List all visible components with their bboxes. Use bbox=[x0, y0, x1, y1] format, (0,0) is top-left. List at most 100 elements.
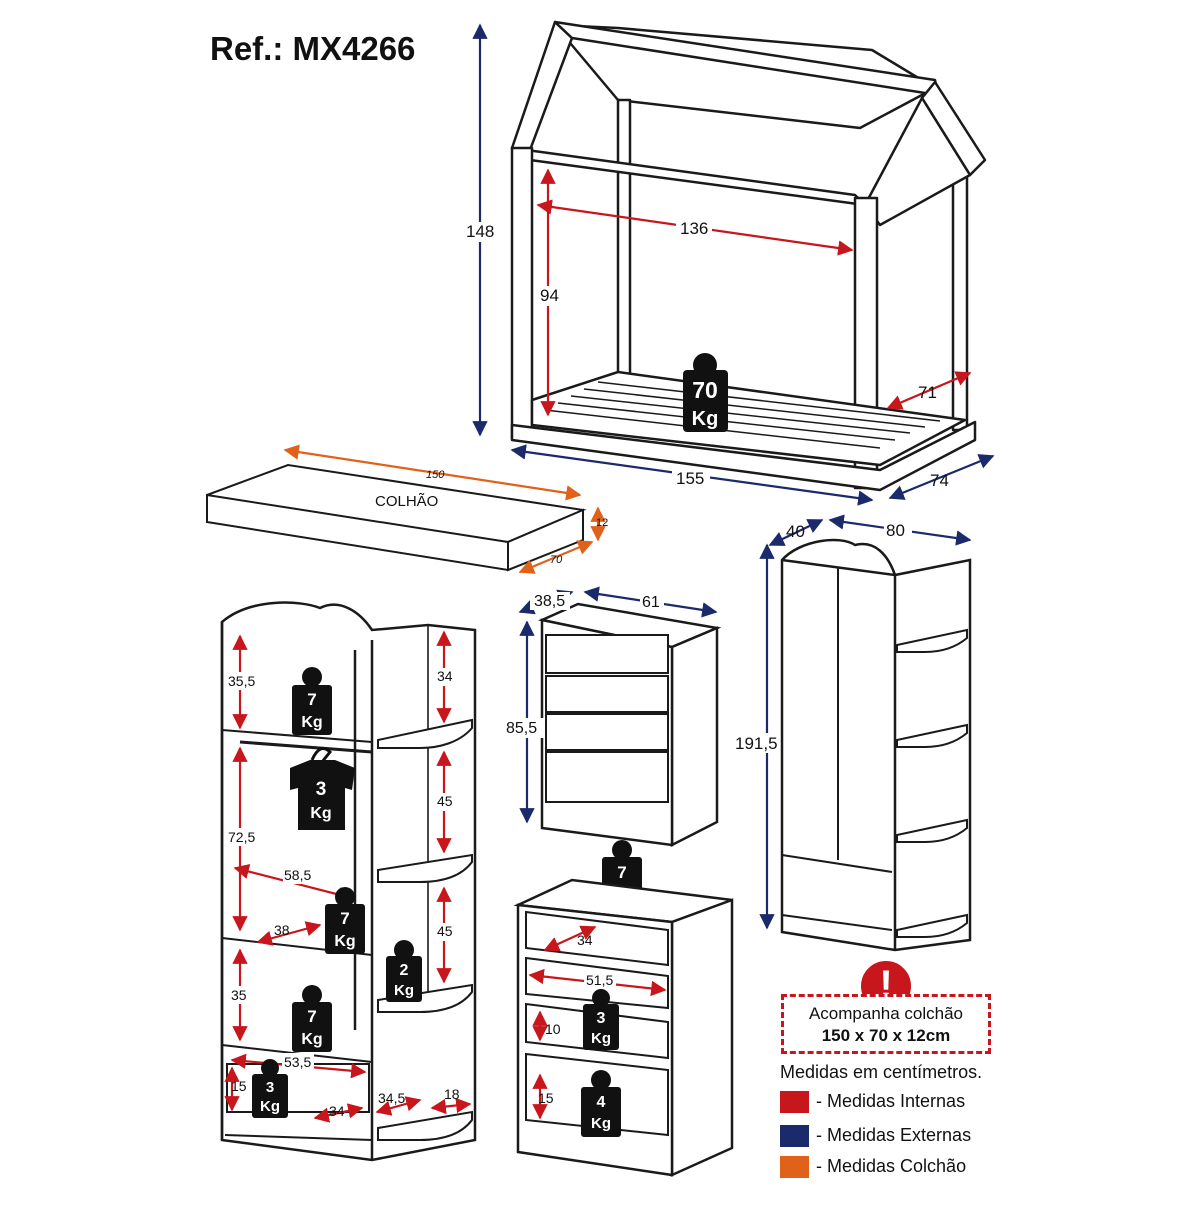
bed-inner-width-label: 136 bbox=[680, 219, 708, 238]
bookcase-side-shelf-height-1: 34 bbox=[437, 668, 453, 684]
dresser-interior-weight-tags: 3 Kg 4 Kg bbox=[581, 989, 621, 1137]
side-shelf-3 bbox=[377, 983, 473, 1013]
bookcase-weight-tag-4: 2 Kg bbox=[386, 940, 422, 1002]
shirt-load-value: 3 bbox=[316, 779, 327, 800]
dresser-interior-drawing bbox=[513, 878, 734, 1177]
svg-text:3: 3 bbox=[266, 1079, 274, 1096]
bed-weight-tag: 70 Kg bbox=[683, 353, 728, 432]
svg-text:Kg: Kg bbox=[591, 1115, 611, 1132]
reference-title: Ref.: MX4266 bbox=[210, 30, 416, 67]
bed-outer-width-label: 155 bbox=[676, 469, 704, 488]
side-shelf-1 bbox=[377, 718, 473, 749]
wardrobe-side-shelves bbox=[896, 628, 968, 938]
legend-label-mattress: - Medidas Colchão bbox=[816, 1156, 967, 1176]
bookcase-weight-tag-3: 7 Kg bbox=[325, 887, 365, 954]
mattress-length-label: 150 bbox=[426, 469, 445, 481]
bookcase-bottom-shelf-label: 35 bbox=[231, 987, 247, 1003]
svg-text:Kg: Kg bbox=[394, 982, 414, 999]
bookcase-compartment-label: 72,5 bbox=[228, 829, 255, 845]
dresser-interior-large-height-label: 15 bbox=[538, 1090, 554, 1106]
svg-text:7: 7 bbox=[307, 1007, 316, 1026]
mattress-thickness-label: 12 bbox=[596, 517, 608, 529]
wardrobe-dimension-labels: 191,5 40 80 bbox=[734, 520, 912, 753]
bookcase-drawer-width-label: 53,5 bbox=[284, 1054, 311, 1070]
svg-text:Kg: Kg bbox=[591, 1030, 611, 1047]
wardrobe-height-label: 191,5 bbox=[735, 734, 778, 753]
units-note: Medidas em centímetros. bbox=[780, 1062, 983, 1082]
svg-text:Kg: Kg bbox=[301, 714, 322, 731]
legend-label-external: - Medidas Externas bbox=[816, 1125, 972, 1145]
dresser-width-label: 61 bbox=[642, 594, 660, 611]
side-shelf-2 bbox=[377, 853, 473, 883]
bed-outer-depth-label: 74 bbox=[930, 471, 949, 490]
bookcase-top-shelf-label: 35,5 bbox=[228, 673, 255, 689]
bed-load-unit: Kg bbox=[692, 408, 719, 430]
side-shelf-4 bbox=[377, 1110, 473, 1141]
shirt-load-unit: Kg bbox=[310, 805, 331, 822]
mattress-drawing bbox=[206, 463, 587, 572]
mattress-front bbox=[206, 493, 509, 572]
bed-dimension-labels: 148 94 136 71 155 74 bbox=[462, 218, 949, 490]
bed-inner-height-label: 94 bbox=[540, 286, 559, 305]
mattress-dimension-labels: 150 70 12 bbox=[426, 469, 608, 566]
bed-roof-left-back-rafter bbox=[510, 20, 574, 152]
dresser-side bbox=[670, 626, 719, 848]
dresser-interior-width-label: 51,5 bbox=[586, 972, 613, 988]
mattress-dimension-lines bbox=[283, 444, 606, 574]
bed-front-post-left bbox=[510, 146, 534, 440]
dresser-interior-weight-tag-2: 4 Kg bbox=[581, 1070, 621, 1137]
bookcase-side-shelf-height-2: 45 bbox=[437, 793, 453, 809]
bookcase-side-shelf-height-3: 45 bbox=[437, 923, 453, 939]
svg-text:Kg: Kg bbox=[334, 933, 355, 950]
dresser-interior-weight-tag-1: 3 Kg bbox=[583, 989, 619, 1050]
bookcase-weight-tag-1: 7 Kg bbox=[292, 667, 332, 735]
dresser-interior-side bbox=[670, 898, 734, 1177]
svg-text:7: 7 bbox=[340, 909, 349, 928]
legend-swatch-internal bbox=[780, 1091, 809, 1113]
bookcase-side-depth-label: 34,5 bbox=[378, 1090, 405, 1106]
svg-text:7: 7 bbox=[307, 690, 316, 709]
svg-text:Kg: Kg bbox=[260, 1098, 280, 1115]
wardrobe-shelf-1 bbox=[896, 628, 968, 653]
bed-inner-depth-label: 71 bbox=[918, 383, 937, 402]
dresser-depth-label: 38,5 bbox=[534, 593, 565, 610]
dresser-height-label: 85,5 bbox=[506, 720, 537, 737]
mattress-notice: Acompanha colchão 150 x 70 x 12cm bbox=[781, 994, 991, 1054]
bed-front-beam bbox=[510, 146, 867, 207]
legend-swatch-mattress bbox=[780, 1156, 809, 1178]
hanger-rod bbox=[239, 740, 373, 754]
notice-line-1: Acompanha colchão bbox=[808, 1004, 964, 1023]
bookcase-shelf-depth-label: 38 bbox=[274, 922, 290, 938]
bookcase-inner-width-label: 58,5 bbox=[284, 867, 311, 883]
notice-line-2: 150 x 70 x 12cm bbox=[821, 1026, 951, 1045]
bed-back-post-left bbox=[616, 98, 632, 382]
shirt-weight-icon: 3 Kg bbox=[290, 746, 355, 830]
bed-roof-right-front-rafter bbox=[863, 96, 972, 227]
bed-back-post-right bbox=[951, 168, 969, 432]
bookcase-weight-tag-5: 7 Kg bbox=[292, 985, 332, 1052]
svg-text:2: 2 bbox=[400, 962, 409, 979]
svg-text:4: 4 bbox=[597, 1094, 606, 1111]
legend-label-internal: - Medidas Internas bbox=[816, 1091, 966, 1111]
wardrobe-depth-label: 40 bbox=[786, 522, 805, 541]
bookcase-weight-tag-6: 3 Kg bbox=[252, 1059, 288, 1118]
dresser-dimension-labels: 85,5 38,5 61 bbox=[504, 592, 664, 738]
wardrobe-shelf-4 bbox=[896, 913, 968, 938]
dresser-load-value: 7 bbox=[617, 863, 626, 882]
svg-text:3: 3 bbox=[597, 1010, 606, 1027]
bed-load-value: 70 bbox=[692, 377, 718, 403]
wardrobe-shelf-3 bbox=[896, 818, 968, 843]
wardrobe-width-label: 80 bbox=[886, 521, 905, 540]
mattress-width-label: 70 bbox=[550, 554, 563, 566]
bed-height-label: 148 bbox=[466, 222, 494, 241]
dresser-interior-dimension-labels: 34 51,5 10 15 bbox=[538, 932, 616, 1106]
dresser-interior-small-height-label: 10 bbox=[545, 1021, 561, 1037]
bookcase-side-shelves bbox=[377, 718, 473, 1141]
bookcase-dimension-labels: 35,5 72,5 35 15 58,5 38 53,5 34 34,5 18 … bbox=[226, 668, 460, 1119]
dresser-interior-depth-label: 34 bbox=[577, 932, 593, 948]
house-bed-drawing bbox=[510, 20, 987, 492]
dresser-drawing bbox=[537, 602, 722, 848]
wardrobe-shelf-2 bbox=[896, 723, 968, 748]
